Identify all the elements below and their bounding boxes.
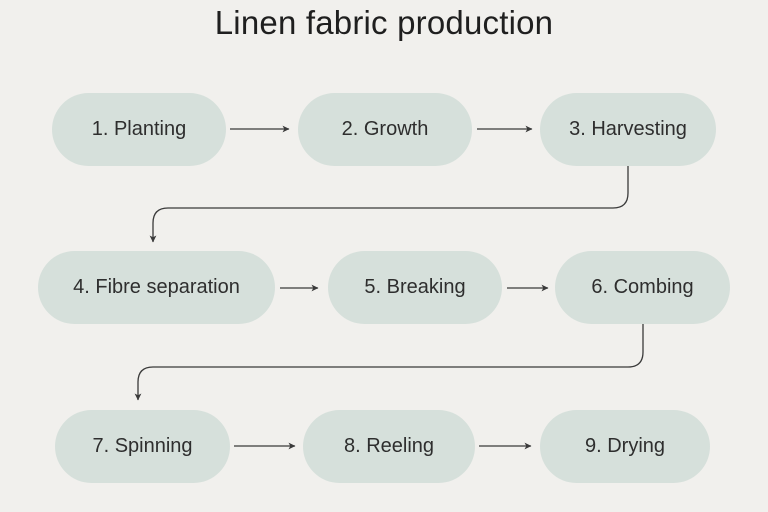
edge-combing-spinning: [134, 324, 644, 401]
node-drying-label: 9. Drying: [584, 435, 666, 457]
node-combing: 6. Combing: [555, 251, 730, 324]
node-planting-label: 1. Planting: [91, 118, 187, 140]
node-harvesting-label: 3. Harvesting: [569, 118, 687, 140]
diagram-title: Linen fabric production: [214, 4, 554, 41]
node-breaking-label: 5. Breaking: [364, 276, 466, 298]
node-harvesting: 3. Harvesting: [540, 93, 716, 166]
node-reeling: 8. Reeling: [303, 410, 475, 483]
node-growth-label: 2. Growth: [341, 118, 429, 140]
node-spinning: 7. Spinning: [55, 410, 230, 483]
node-combing-label: 6. Combing: [591, 276, 694, 298]
node-fibre-separation-label: 4. Fibre separation: [73, 276, 240, 298]
node-growth: 2. Growth: [298, 93, 472, 166]
node-reeling-label: 8. Reeling: [343, 435, 435, 457]
node-fibre-separation: 4. Fibre separation: [38, 251, 275, 324]
edge-harvesting-fibre-separation: [149, 166, 629, 243]
node-drying: 9. Drying: [540, 410, 710, 483]
node-breaking: 5. Breaking: [328, 251, 502, 324]
node-spinning-label: 7. Spinning: [92, 435, 193, 457]
node-planting: 1. Planting: [52, 93, 226, 166]
